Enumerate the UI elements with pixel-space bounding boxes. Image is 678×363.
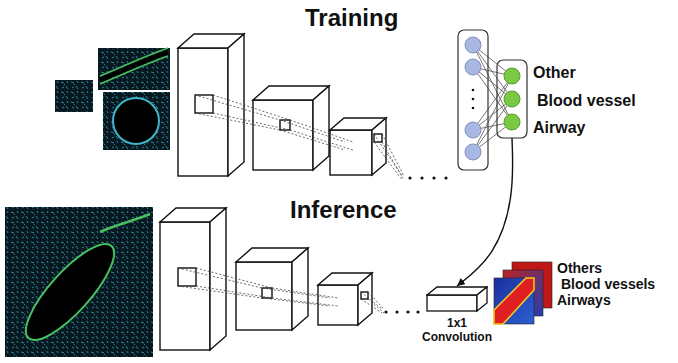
ellipsis-dots [408,176,411,179]
output-layer [497,60,527,138]
conv-1x1-shape [426,286,488,312]
conv-1x1-box: 1x1 Convolution [420,286,494,346]
training-image [100,48,168,76]
inference-image [14,233,127,352]
fc-layer [465,144,481,160]
projection-line [178,268,384,313]
ellipsis-dots [408,176,447,179]
projection-line [280,120,353,150]
output-layer [504,114,520,130]
ellipsis-dots [416,310,419,313]
class-label: Blood vessel [497,91,636,110]
conv-layer [292,248,308,330]
conv-layer [160,208,372,350]
output-class-layer: OtherBlood vesselAirway [497,60,640,138]
projection-line [374,134,404,180]
fc-layer [458,30,488,170]
class-label: Airway [497,118,585,137]
training-image [100,56,168,84]
class-label: Others [557,260,602,276]
fc-layer [472,98,475,101]
conv-1x1-shape [477,287,487,311]
projection-line [262,288,338,306]
fc-layer [458,30,488,170]
conv-layer [313,86,329,170]
projection-line [178,268,272,298]
inference-image [5,207,153,357]
conv-layer [178,34,386,176]
layer-caption: 1x1 Convolution [420,316,494,344]
output-layer [497,60,527,138]
projection-line [195,95,404,180]
ellipsis-dots [384,310,387,313]
conv-layer [160,222,210,350]
training-image [113,98,159,144]
fc-layer [465,59,481,75]
conv-layer [318,285,358,325]
conv-layer [178,48,228,176]
segmentation-map [494,262,552,324]
section-heading: Inference [290,196,397,224]
segmentation-map [494,278,534,324]
fc-layer [472,89,475,92]
ellipsis-dots [444,176,447,179]
training-image [55,80,93,112]
conv-layer [178,268,196,286]
inference-image [100,214,150,232]
conv-layer [358,273,372,325]
segmentation-map [494,278,534,324]
conv-1x1-shape [427,287,487,311]
class-label: Blood vessels [561,276,655,292]
conv-layer [236,262,292,330]
conv-layer [210,208,226,350]
conv-1x1-shape [427,295,477,311]
inference-image [5,207,153,357]
fc-layer [465,122,481,138]
conv-layer [330,130,372,175]
ellipsis-dots [395,310,398,313]
fc-layer [465,37,481,53]
section-heading: Training [305,4,398,32]
transfer-arrow [457,138,513,286]
training-image [98,48,170,90]
class-label: Airways [557,292,611,308]
output-layer [504,91,520,107]
conv-layer [253,100,313,170]
training-image [103,92,170,150]
class-label: Other [497,63,576,82]
fc-layer [472,107,475,110]
output-layer [504,68,520,84]
conv-layer [372,118,386,175]
ellipsis-dots [384,310,419,313]
ellipsis-dots [432,176,435,179]
training-image [55,48,170,150]
ellipsis-dots [420,176,423,179]
projection-line [195,95,290,130]
training-image [100,52,168,80]
ellipsis-dots [406,310,409,313]
projection-line [361,292,384,313]
